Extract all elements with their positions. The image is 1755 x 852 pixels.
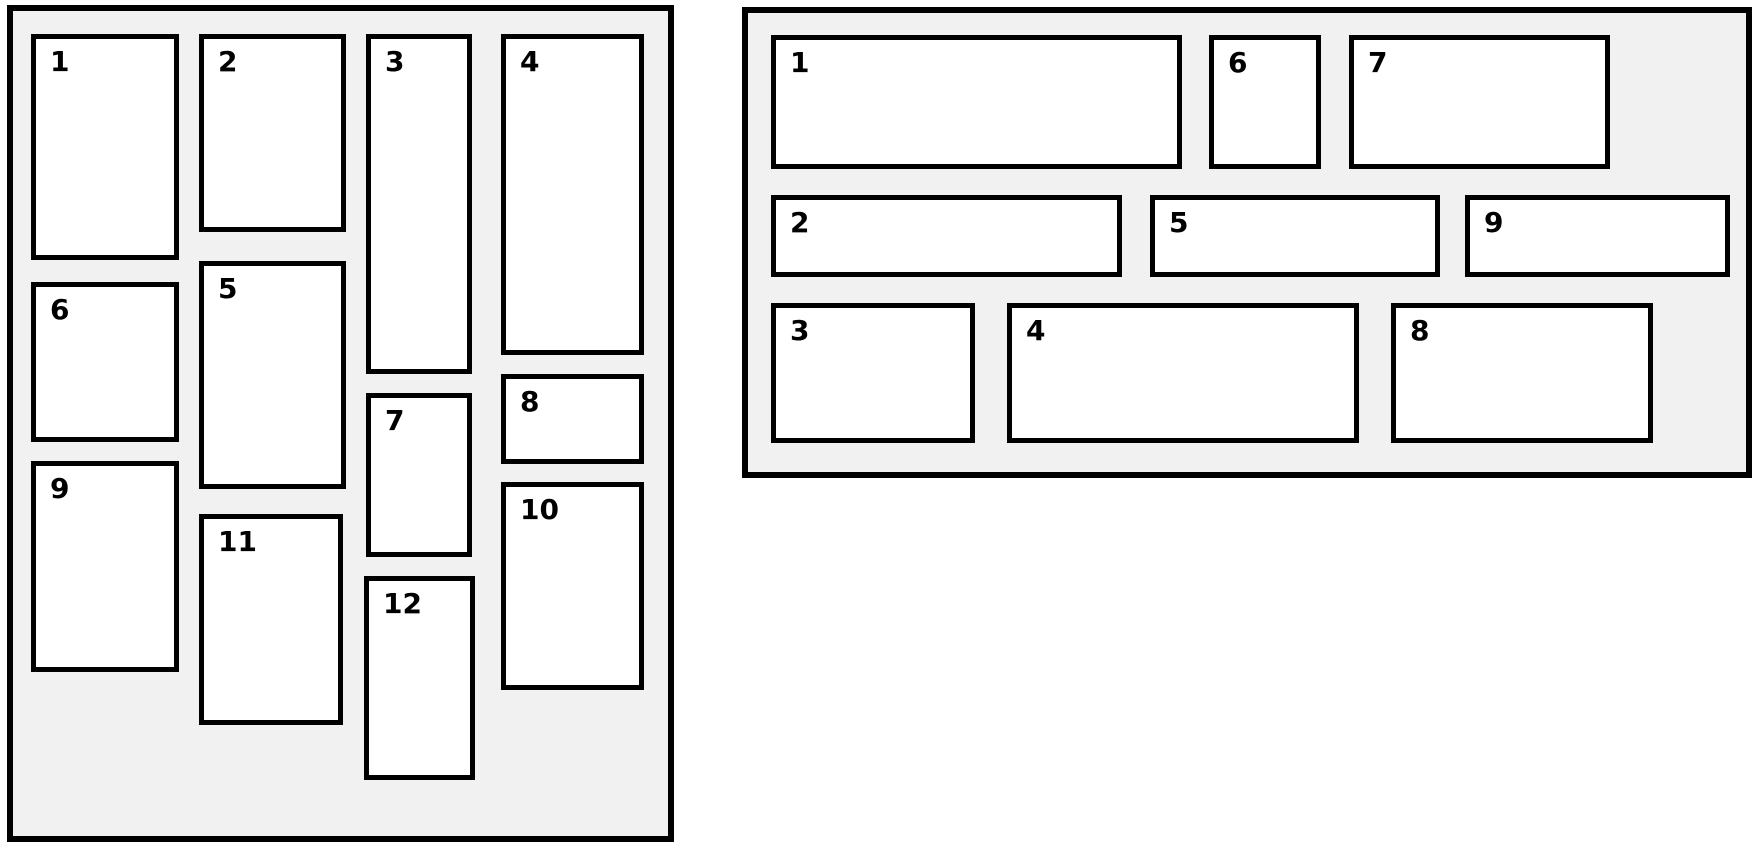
tile-number: 12	[383, 587, 422, 620]
masonry-tile: 9	[31, 461, 179, 672]
tile-number: 5	[218, 272, 238, 305]
tile-number: 9	[1484, 206, 1504, 239]
masonry-tile: 9	[1465, 195, 1730, 277]
masonry-tile: 8	[501, 374, 644, 464]
masonry-tile: 3	[366, 34, 472, 374]
masonry-tile: 4	[501, 34, 644, 355]
tile-number: 8	[1410, 314, 1430, 347]
tile-number: 8	[520, 385, 540, 418]
tile-number: 6	[1228, 46, 1248, 79]
masonry-tile: 8	[1391, 303, 1653, 443]
tile-number: 6	[50, 293, 70, 326]
tile-number: 4	[520, 45, 540, 78]
masonry-tile: 7	[366, 393, 472, 557]
tile-number: 3	[790, 314, 810, 347]
horizontal-masonry-panel: 1 2 3 4 5 6 7 8 9	[742, 7, 1752, 478]
masonry-tile: 12	[364, 576, 475, 780]
masonry-tile: 3	[771, 303, 975, 443]
masonry-tile: 10	[501, 482, 644, 690]
masonry-tile: 5	[1150, 195, 1440, 277]
masonry-tile: 7	[1349, 35, 1610, 169]
tile-number: 3	[385, 45, 405, 78]
tile-number: 4	[1026, 314, 1046, 347]
tile-number: 1	[50, 45, 70, 78]
tile-number: 11	[218, 525, 257, 558]
masonry-tile: 11	[199, 514, 343, 725]
masonry-tile: 1	[31, 34, 179, 260]
tile-number: 1	[790, 46, 810, 79]
vertical-masonry-panel: 1 2 3 4 5 6 7 8 9 10 11 12	[7, 5, 674, 842]
masonry-tile: 2	[199, 34, 346, 232]
masonry-tile: 1	[771, 35, 1182, 169]
tile-number: 5	[1169, 206, 1189, 239]
masonry-tile: 2	[771, 195, 1122, 277]
masonry-tile: 5	[199, 261, 346, 489]
tile-number: 7	[1368, 46, 1388, 79]
tile-number: 10	[520, 493, 559, 526]
tile-number: 9	[50, 472, 70, 505]
masonry-tile: 6	[31, 282, 179, 442]
masonry-tile: 6	[1209, 35, 1321, 169]
tile-number: 2	[790, 206, 810, 239]
tile-number: 7	[385, 404, 405, 437]
tile-number: 2	[218, 45, 238, 78]
masonry-tile: 4	[1007, 303, 1359, 443]
